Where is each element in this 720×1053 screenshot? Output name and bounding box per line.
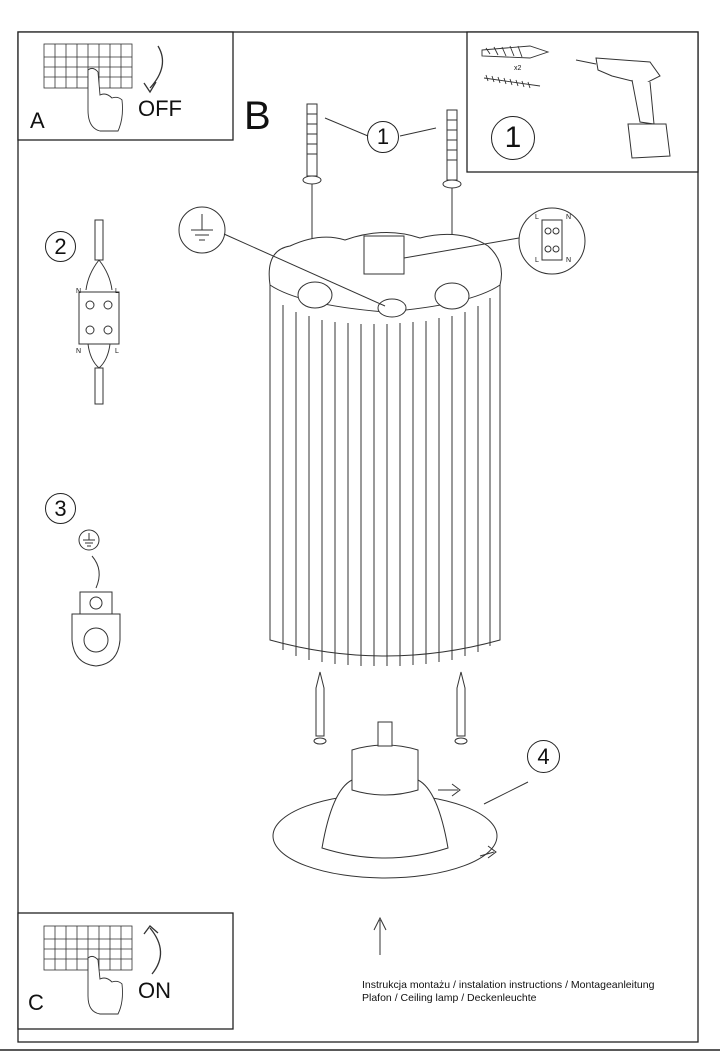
base-screw-right-icon	[454, 671, 468, 745]
panel-a-letter: A	[30, 108, 45, 133]
step-2-marker: 2	[45, 231, 76, 262]
step-1-tools-marker: 1	[491, 116, 535, 160]
terminal-callout-icon	[403, 207, 586, 275]
wiring-diagram-icon	[78, 219, 120, 405]
ground-terminal-icon	[71, 529, 121, 667]
base-screw-left-icon	[313, 671, 327, 745]
wiring-n-bottom: N	[76, 348, 82, 355]
wiring-l-bottom: L	[115, 348, 119, 355]
footer-title: Instrukcja montażu / instalation instruc…	[362, 979, 655, 991]
footer-subtitle: Plafon / Ceiling lamp / Deckenleuchte	[362, 992, 537, 1004]
up-arrow-icon	[373, 916, 387, 955]
wall-plug-icon	[481, 45, 550, 89]
step-3-marker: 3	[45, 493, 76, 524]
callout-n-bottom: N	[566, 257, 572, 264]
lamp-base-icon	[272, 721, 498, 879]
hand-off-icon	[87, 67, 123, 132]
callout-l-top: L	[535, 214, 539, 221]
arrow-down-icon	[149, 45, 164, 89]
callout-n-top: N	[566, 214, 572, 221]
ceiling-screw-left-icon	[302, 103, 322, 185]
callout-l-bottom: L	[535, 257, 539, 264]
rotate-arrow-icon	[438, 783, 461, 797]
hardware-quantity: x2	[514, 65, 522, 72]
wiring-n-top: N	[76, 288, 82, 295]
rotate-arrow-icon-2	[479, 845, 497, 859]
sheet-frame	[17, 31, 699, 1043]
step-1-screws-marker: 1	[367, 121, 399, 153]
panel-b-letter: B	[244, 94, 271, 138]
step-4-marker: 4	[527, 740, 560, 773]
lamp-body	[268, 231, 502, 666]
panel-a-action: OFF	[138, 96, 182, 121]
panel-c-letter: C	[28, 990, 44, 1015]
wiring-l-top: L	[115, 288, 119, 295]
hand-on-icon	[87, 955, 123, 1015]
ceiling-screw-right-icon	[442, 109, 462, 189]
arrow-up-icon	[149, 927, 162, 975]
drill-icon	[575, 57, 671, 159]
ground-callout-icon	[178, 206, 386, 307]
panel-c-action: ON	[138, 978, 171, 1003]
